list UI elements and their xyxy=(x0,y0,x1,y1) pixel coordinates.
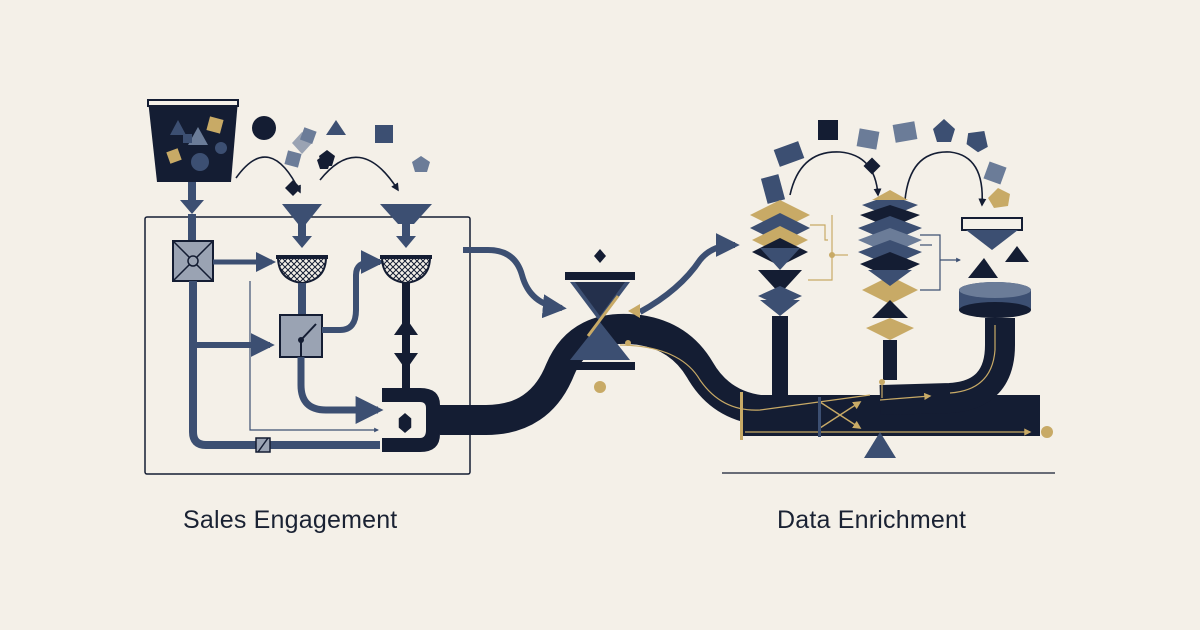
funnel-column-1 xyxy=(276,204,328,315)
output-connector xyxy=(382,388,440,452)
main-pipeline xyxy=(440,313,1053,440)
sales-engagement-label: Sales Engagement xyxy=(183,506,398,534)
enrichment-stack-3 xyxy=(959,217,1031,318)
input-bucket xyxy=(147,99,239,182)
floating-shapes-right xyxy=(760,119,1010,208)
hourglass-filter xyxy=(565,233,740,393)
data-enrichment-label: Data Enrichment xyxy=(777,506,967,534)
funnel-column-2 xyxy=(380,204,432,393)
loop-arrow-2 xyxy=(319,156,399,192)
enrichment-stack-2 xyxy=(858,190,922,380)
sorter-node xyxy=(172,240,214,282)
data-enrichment-section xyxy=(722,119,1055,474)
sales-engagement-section xyxy=(144,99,567,475)
router-node xyxy=(279,314,323,358)
enrichment-stack-1 xyxy=(750,200,810,396)
floating-shapes-left xyxy=(252,116,430,196)
loop-arrow-1 xyxy=(235,156,301,194)
arrowhead-icon xyxy=(180,200,204,214)
